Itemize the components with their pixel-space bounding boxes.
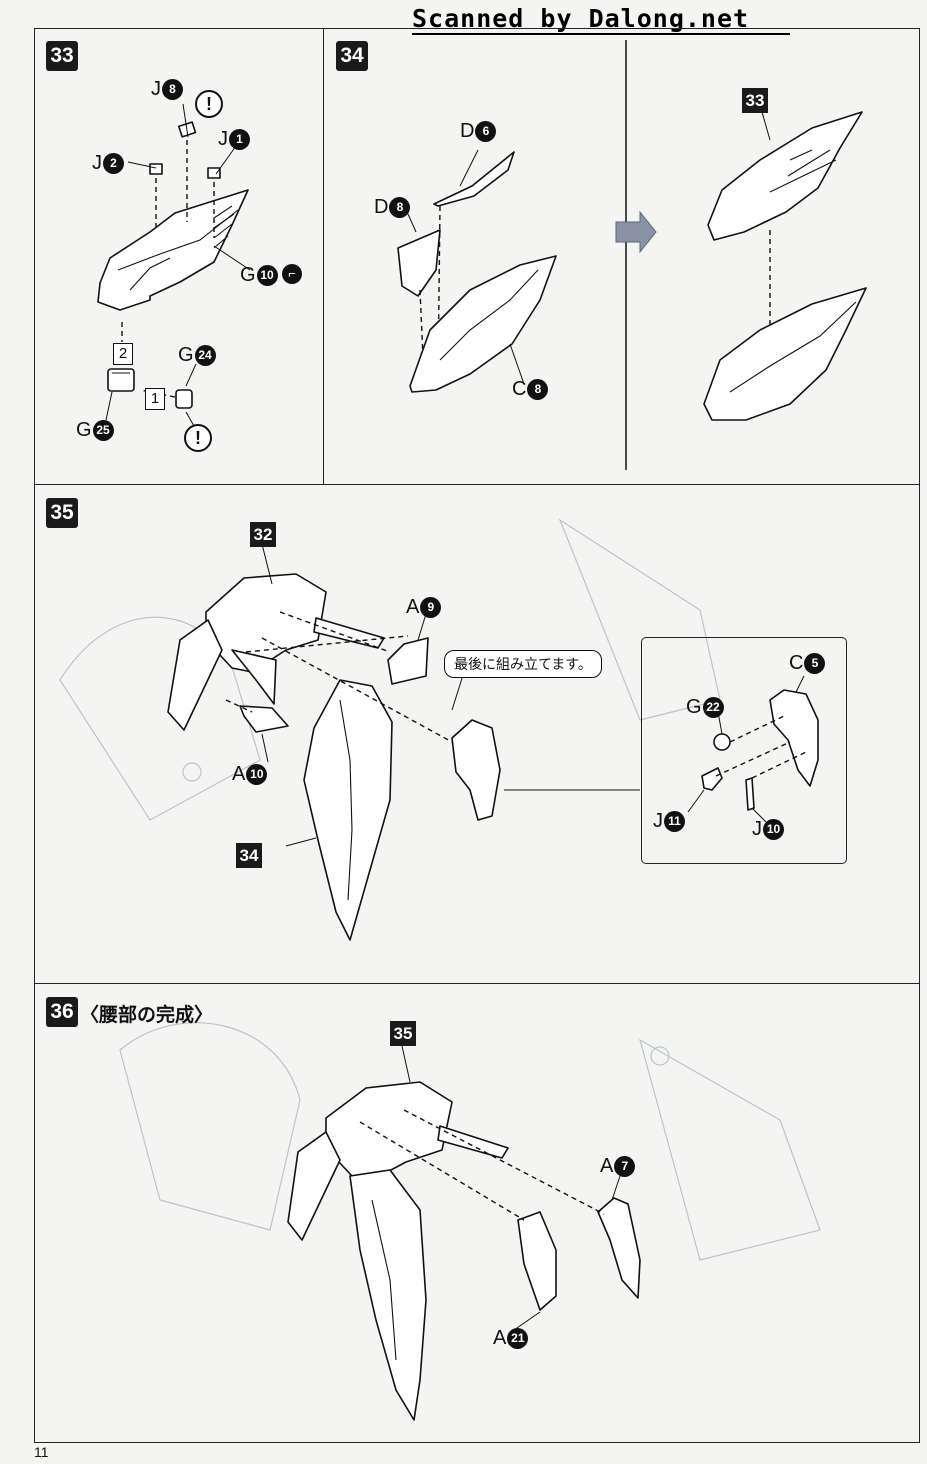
cement-icon: ⌐ [282, 264, 302, 284]
order-mark-1: 1 [145, 388, 165, 410]
reference-step-34: 34 [236, 843, 262, 868]
step-34-drawing [397, 111, 867, 421]
watermark-underline [412, 33, 790, 35]
reference-step-33: 33 [742, 88, 768, 113]
step-36-number: 36 [46, 997, 78, 1027]
step-36-panel [34, 983, 920, 1443]
order-mark-2: 2 [113, 343, 133, 365]
reference-step-32: 32 [250, 522, 276, 547]
step-35-number: 35 [46, 498, 78, 528]
assembly-callout: 最後に組み立てます。 [444, 650, 602, 678]
step-35-detail-box [641, 637, 847, 864]
step-33-drawing [97, 103, 251, 427]
reference-step-35: 35 [390, 1021, 416, 1046]
right-arrow-icon [615, 210, 657, 254]
step-35-drawing [167, 543, 640, 941]
step-35-detail-drawing [687, 675, 819, 823]
step-36-title: 〈腰部の完成〉 [80, 1004, 214, 1026]
warning-icon: ! [184, 424, 212, 452]
step-33-number: 33 [46, 41, 78, 71]
warning-icon: ! [195, 90, 223, 118]
page-number: 11 [34, 1444, 49, 1460]
step-36-drawing [287, 1045, 641, 1421]
step-34-number: 34 [336, 41, 368, 71]
